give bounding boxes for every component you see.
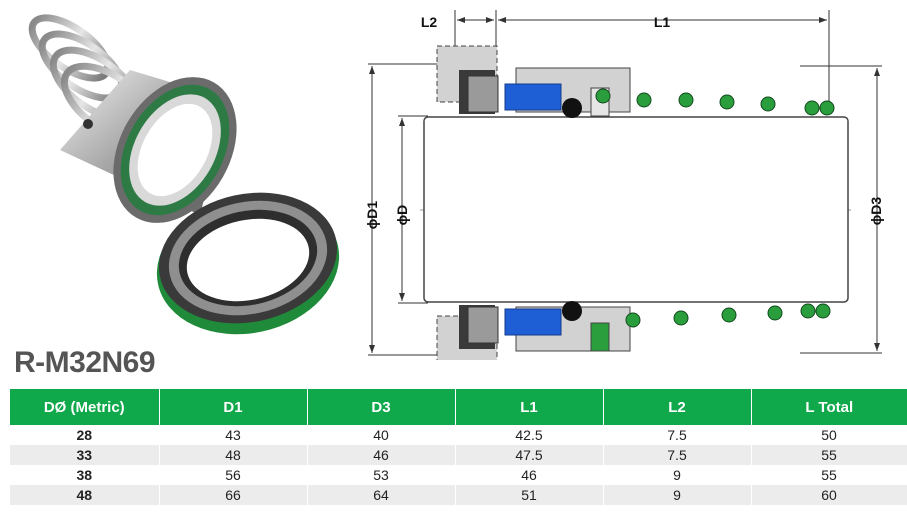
- table-cell: 46: [307, 445, 456, 465]
- table-cell: 33: [10, 445, 160, 465]
- table-cell: 53: [307, 465, 456, 485]
- table-cell: 55: [751, 445, 907, 465]
- table-cell: 28: [10, 425, 160, 445]
- table-cell: 42.5: [455, 425, 604, 445]
- lower-spring-coils: [625, 303, 831, 328]
- product-photo: [28, 14, 340, 335]
- header-cell: L1: [455, 389, 604, 425]
- table-row: 38 56 53 46 9 55: [10, 465, 907, 485]
- table-cell: 50: [751, 425, 907, 445]
- table-row: 28 43 40 42.5 7.5 50: [10, 425, 907, 445]
- table-cell: 56: [159, 465, 308, 485]
- table-cell: 40: [307, 425, 456, 445]
- table-cell: 60: [751, 485, 907, 505]
- dim-label-l2: L2: [421, 14, 438, 30]
- spec-table: DØ (Metric) D1 D3 L1 L2 L Total 28 43 40…: [10, 389, 907, 505]
- header-cell: L2: [603, 389, 752, 425]
- dimension-arrows: [369, 17, 880, 353]
- cross-section-drawing: L2 L1 ϕD1 ϕD ϕD3: [364, 10, 884, 360]
- table-cell: 48: [159, 445, 308, 465]
- table-cell: 43: [159, 425, 308, 445]
- table-cell: 48: [10, 485, 160, 505]
- upper-seal-section: [436, 45, 631, 118]
- table-row: 48 66 64 51 9 60: [10, 485, 907, 505]
- dim-label-l1: L1: [654, 14, 671, 30]
- upper-spring-coils: [595, 88, 835, 116]
- header-cell: L Total: [751, 389, 907, 425]
- table-cell: 9: [603, 465, 752, 485]
- seal-spring-assembly: [28, 14, 237, 223]
- table-cell: 7.5: [603, 445, 752, 465]
- table-cell: 9: [603, 485, 752, 505]
- table-cell: 55: [751, 465, 907, 485]
- table-cell: 38: [10, 465, 160, 485]
- header-cell: D1: [159, 389, 308, 425]
- model-title: R-M32N69: [14, 346, 156, 379]
- table-header-row: DØ (Metric) D1 D3 L1 L2 L Total: [10, 389, 907, 425]
- table-cell: 46: [455, 465, 604, 485]
- table-cell: 66: [159, 485, 308, 505]
- table-cell: 64: [307, 485, 456, 505]
- table-cell: 51: [455, 485, 604, 505]
- seal-seat-ring: [156, 192, 340, 335]
- dim-label-d: ϕD: [394, 205, 410, 226]
- header-cell: D3: [307, 389, 456, 425]
- dim-label-d1: ϕD1: [364, 201, 380, 230]
- lower-seal-section: [436, 301, 631, 360]
- dim-label-d3: ϕD3: [868, 197, 884, 226]
- table-row: 33 48 46 47.5 7.5 55: [10, 445, 907, 465]
- shaft: [423, 116, 849, 303]
- header-cell: DØ (Metric): [10, 389, 160, 425]
- table-cell: 7.5: [603, 425, 752, 445]
- table-cell: 47.5: [455, 445, 604, 465]
